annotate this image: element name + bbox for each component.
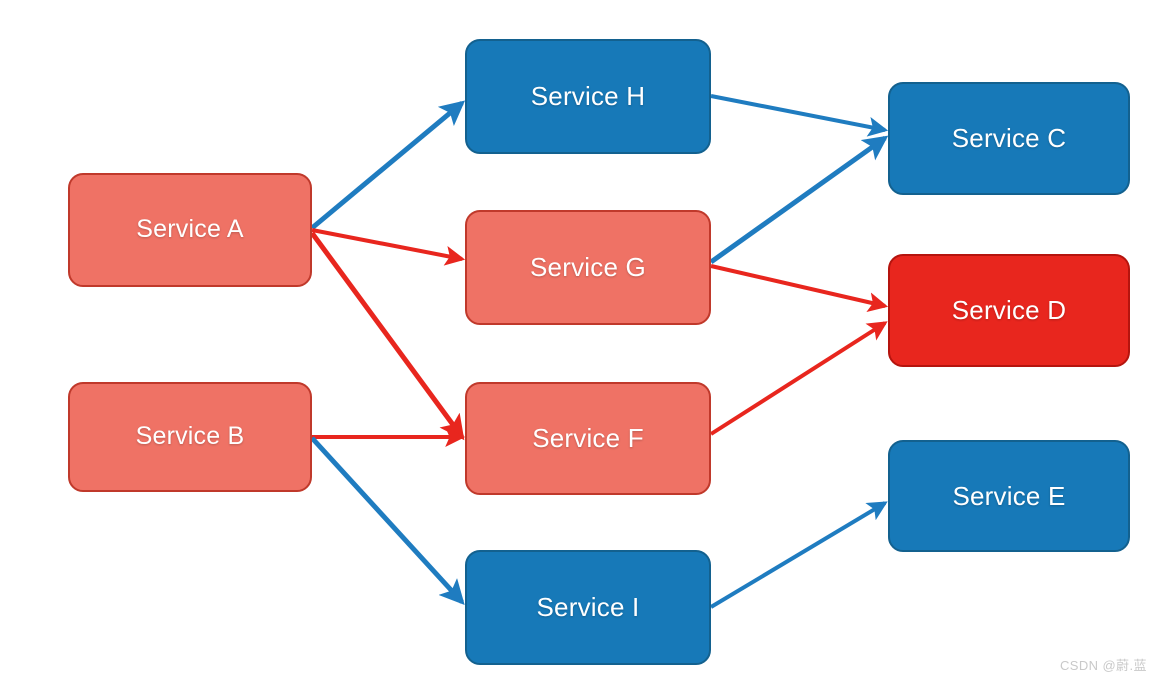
- edge-i-to-e: [709, 501, 888, 609]
- edge-g-to-c: [709, 135, 889, 265]
- node-service-c[interactable]: Service C: [888, 82, 1130, 195]
- edge-b-to-i: [310, 436, 465, 605]
- node-service-d[interactable]: Service D: [888, 254, 1130, 367]
- node-label-service-e: Service E: [952, 480, 1066, 511]
- edge-a-to-g: [311, 228, 466, 266]
- node-service-g[interactable]: Service G: [465, 210, 711, 325]
- node-label-service-h: Service H: [530, 81, 646, 112]
- node-service-i[interactable]: Service I: [465, 550, 711, 665]
- node-label-service-f: Service F: [532, 423, 644, 454]
- node-service-a[interactable]: Service A: [68, 173, 312, 287]
- node-label-service-d: Service D: [951, 295, 1067, 326]
- node-label-service-g: Service G: [530, 252, 646, 283]
- node-label-service-a: Service A: [136, 215, 244, 244]
- edge-h-to-c: [710, 94, 889, 137]
- node-label-service-c: Service C: [951, 123, 1067, 154]
- edge-f-to-d: [709, 321, 888, 436]
- node-service-e[interactable]: Service E: [888, 440, 1130, 552]
- edge-a-to-f: [309, 231, 465, 441]
- node-service-b[interactable]: Service B: [68, 382, 312, 492]
- node-service-h[interactable]: Service H: [465, 39, 711, 154]
- node-label-service-i: Service I: [536, 592, 640, 623]
- watermark-label: CSDN @蔚.蓝: [1060, 658, 1147, 673]
- node-service-f[interactable]: Service F: [465, 382, 711, 495]
- edge-a-to-h: [310, 100, 466, 230]
- node-label-service-b: Service B: [135, 422, 245, 451]
- edge-g-to-d: [710, 264, 889, 312]
